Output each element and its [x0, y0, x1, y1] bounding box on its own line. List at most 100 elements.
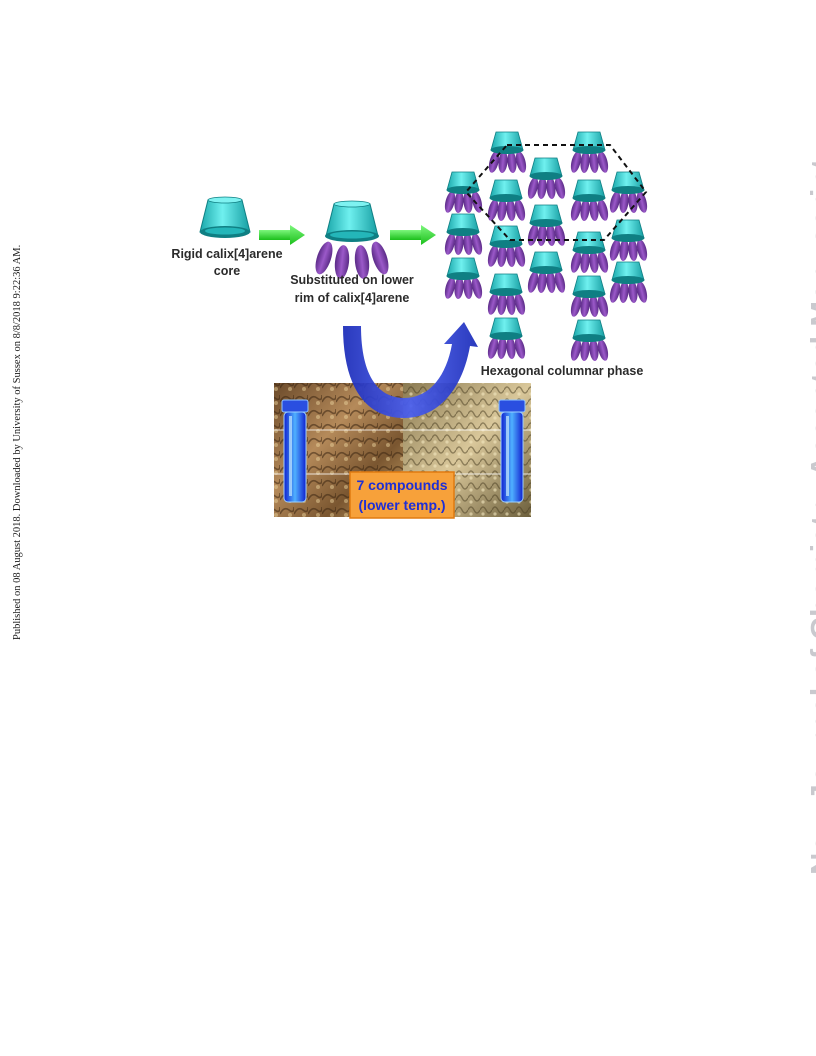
alkyl-chain — [597, 251, 609, 273]
alkyl-chain — [487, 199, 499, 221]
alkyl-chain — [497, 199, 507, 221]
alkyl-chain — [619, 281, 629, 303]
alkyl-chain — [570, 295, 582, 317]
column-unit — [487, 317, 526, 359]
alkyl-chain — [454, 191, 464, 213]
alkyl-chain — [628, 281, 638, 303]
alkyl-chain — [597, 151, 609, 173]
alkyl-chain — [471, 277, 483, 299]
alkyl-chain — [488, 151, 500, 173]
alkyl-chain — [507, 151, 517, 173]
column-unit — [570, 231, 609, 273]
alkyl-chain — [506, 337, 516, 359]
alkyl-chain — [537, 271, 547, 293]
alkyl-chain — [454, 233, 464, 255]
alkyl-chain — [537, 224, 547, 246]
alkyl-chain — [609, 239, 621, 261]
cup-rim — [489, 194, 523, 202]
alkyl-chain — [628, 239, 638, 261]
column-unit — [527, 157, 566, 199]
alkyl-chain — [463, 277, 473, 299]
vial-left — [281, 399, 309, 503]
alkyl-chain — [515, 151, 527, 173]
alkyl-chain — [497, 337, 507, 359]
column-unit — [488, 131, 527, 173]
hexagonal-columnar-array — [444, 131, 648, 361]
column-unit — [444, 171, 483, 213]
alkyl-chain — [628, 191, 638, 213]
alkyl-chain — [487, 293, 499, 315]
alkyl-chain — [546, 224, 556, 246]
cup-rim — [572, 194, 606, 202]
compounds-badge: 7 compounds (lower temp.) — [349, 471, 455, 519]
alkyl-chain — [527, 177, 539, 199]
alkyl-chain — [609, 281, 621, 303]
column-unit — [570, 131, 609, 173]
column-unit — [527, 251, 566, 293]
alkyl-chain — [444, 191, 456, 213]
alkyl-chain — [487, 245, 499, 267]
alkyl-chain — [580, 339, 590, 361]
alkyl-chain — [570, 251, 582, 273]
alkyl-chain — [506, 293, 516, 315]
cup-rim — [489, 332, 523, 340]
hexagon-outline — [464, 144, 648, 241]
cup-rim — [572, 334, 606, 342]
column-unit — [609, 261, 648, 303]
cup-rim — [611, 276, 645, 284]
alkyl-chain — [570, 339, 582, 361]
alkyl-chain — [463, 233, 473, 255]
phase-label: Hexagonal columnar phase — [481, 364, 644, 378]
cup-rim — [446, 272, 480, 280]
alkyl-chain — [506, 199, 516, 221]
alkyl-chain — [554, 177, 566, 199]
cup-rim — [489, 288, 523, 296]
cup-rim — [572, 290, 606, 298]
cup-rim — [572, 146, 606, 154]
vial-right — [498, 399, 526, 503]
alkyl-chain — [498, 151, 508, 173]
alkyl-chain — [514, 293, 526, 315]
alkyl-chain — [514, 199, 526, 221]
alkyl-chain — [580, 251, 590, 273]
rigid-core-cup — [199, 196, 251, 238]
substituted-label-line2: rim of calix[4]arene — [295, 291, 410, 305]
column-unit — [570, 275, 609, 317]
column-unit — [444, 257, 483, 299]
alkyl-chain — [589, 151, 599, 173]
alkyl-chain — [537, 177, 547, 199]
cup-rim — [529, 219, 563, 227]
arrow-right-2 — [390, 225, 436, 245]
alkyl-chain — [636, 191, 648, 213]
cup-rim — [489, 240, 523, 248]
alkyl-chain — [497, 293, 507, 315]
alkyl-chain — [444, 233, 456, 255]
curved-transition-arrow — [343, 322, 478, 418]
cup-rim — [446, 228, 480, 236]
column-unit — [570, 319, 609, 361]
alkyl-chain — [554, 271, 566, 293]
alkyl-chain — [609, 191, 621, 213]
core-label-line1: Rigid calix[4]arene — [171, 247, 282, 261]
alkyl-chain — [597, 295, 609, 317]
alkyl-chain — [487, 337, 499, 359]
alkyl-chain — [570, 199, 582, 221]
alkyl-chain — [597, 199, 609, 221]
alkyl-chain — [471, 233, 483, 255]
alkyl-chain — [597, 339, 609, 361]
alkyl-chain — [589, 339, 599, 361]
alkyl-chain — [636, 281, 648, 303]
compounds-line2: (lower temp.) — [358, 497, 445, 513]
alkyl-chain — [527, 271, 539, 293]
alkyl-chain — [580, 295, 590, 317]
alkyl-chain — [546, 177, 556, 199]
substituted-calixarene — [315, 200, 389, 279]
alkyl-chain — [546, 271, 556, 293]
cup-rim — [529, 266, 563, 274]
column-unit — [487, 225, 526, 267]
alkyl-chain — [636, 239, 648, 261]
column-unit — [487, 273, 526, 315]
cup-rim — [529, 172, 563, 180]
alkyl-chain — [570, 151, 582, 173]
column-unit — [609, 171, 648, 213]
